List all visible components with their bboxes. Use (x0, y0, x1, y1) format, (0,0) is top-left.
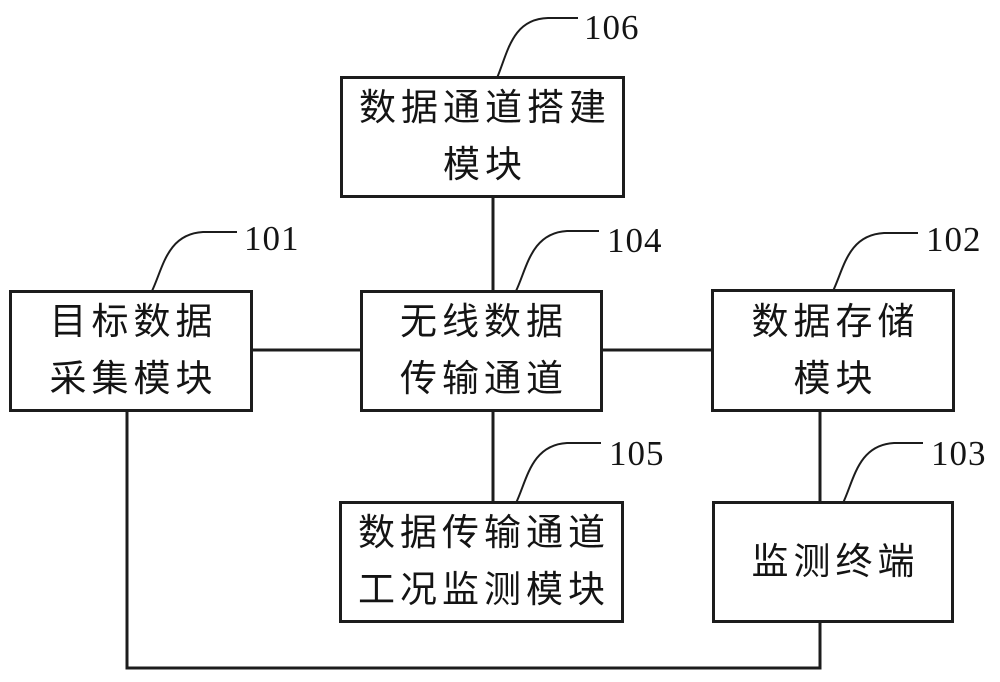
ref-number-105: 105 (609, 434, 665, 473)
leader-101 (151, 231, 237, 292)
module-label: 数据通道搭建 模块 (359, 88, 611, 186)
ref-number-103: 103 (931, 434, 987, 473)
leader-104 (515, 230, 599, 292)
module-label: 数据存储 模块 (751, 301, 920, 400)
module-label: 监测终端 (751, 541, 920, 583)
module-box-target-data-collection: 目标数据 采集模块 (9, 290, 253, 412)
module-box-data-channel-setup: 数据通道搭建 模块 (340, 76, 625, 198)
module-box-monitoring-terminal: 监测终端 (712, 501, 954, 623)
ref-number-106: 106 (584, 8, 640, 47)
module-box-data-storage: 数据存储 模块 (711, 289, 955, 412)
leader-102 (832, 232, 918, 292)
module-box-wireless-data-channel: 无线数据 传输通道 (360, 290, 603, 412)
ref-number-101: 101 (244, 219, 300, 258)
leader-106 (496, 17, 578, 79)
ref-number-104: 104 (607, 221, 663, 260)
leader-103 (842, 442, 923, 504)
module-label: 无线数据 传输通道 (400, 302, 568, 400)
module-box-channel-condition-monitoring: 数据传输通道 工况监测模块 (339, 501, 624, 623)
module-label: 数据传输通道 工况监测模块 (358, 513, 610, 611)
module-label: 目标数据 采集模块 (49, 302, 218, 400)
ref-number-102: 102 (926, 220, 982, 259)
leader-105 (515, 442, 601, 504)
